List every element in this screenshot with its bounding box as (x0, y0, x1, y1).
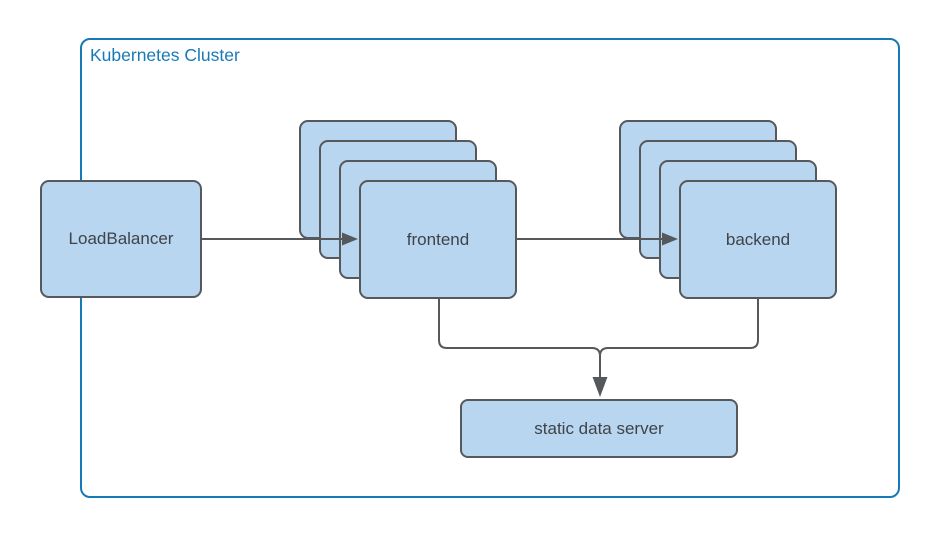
backend-label: backend (725, 229, 791, 249)
node-frontend: frontend (359, 180, 517, 299)
load-balancer-label: LoadBalancer (68, 229, 174, 248)
cluster-title: Kubernetes Cluster (90, 45, 240, 65)
static-data-server-label: static data server (534, 418, 664, 438)
node-backend: backend (679, 180, 837, 299)
node-load-balancer: LoadBalancer (40, 180, 202, 298)
node-static-data-server: static data server (460, 399, 738, 458)
frontend-label: frontend (406, 229, 470, 249)
